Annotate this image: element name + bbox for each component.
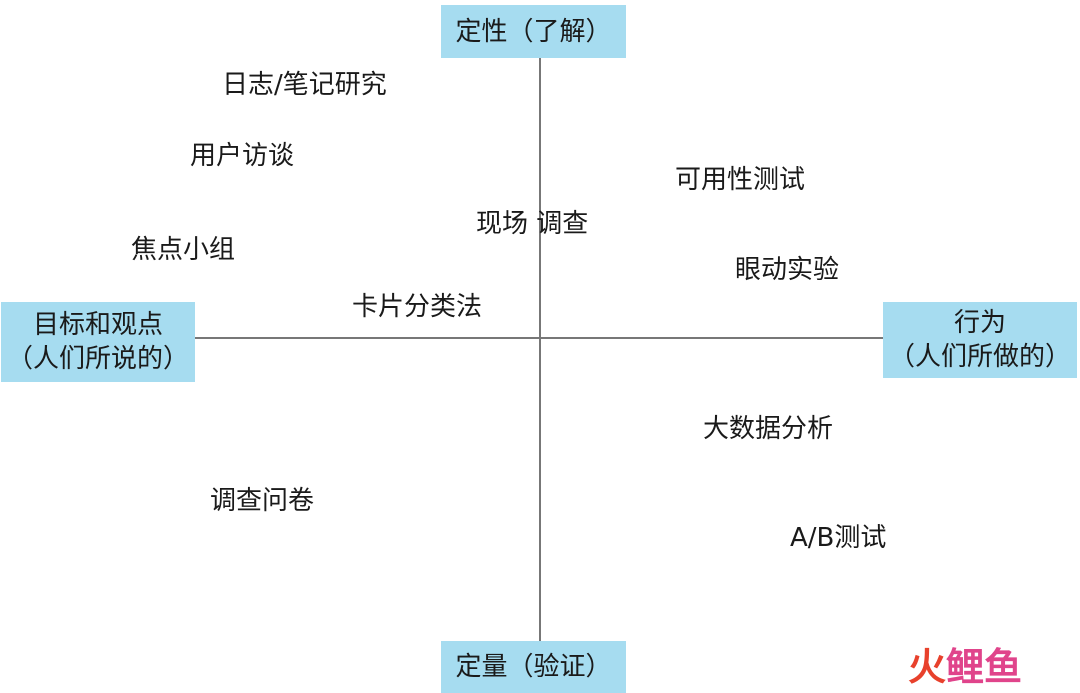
axis-label-qualitative: 定性（了解） <box>441 5 626 58</box>
axis-label-attitudinal-line1: 目标和观点 <box>32 310 163 340</box>
watermark-logo-char: 鱼 <box>984 645 1023 689</box>
axis-label-attitudinal: 目标和观点 （人们所说的） <box>1 302 195 382</box>
axis-label-quantitative-text: 定量（验证） <box>455 652 612 682</box>
method-card-sorting: 卡片分类法 <box>352 292 483 322</box>
method-diary-study: 日志/笔记研究 <box>222 70 387 100</box>
vertical-axis <box>539 58 541 642</box>
method-field-study: 现场 调查 <box>476 209 589 239</box>
axis-label-qualitative-text: 定性（了解） <box>455 16 612 47</box>
method-eye-tracking: 眼动实验 <box>735 255 840 285</box>
method-user-interview: 用户访谈 <box>190 141 295 171</box>
watermark-logo: 火 鲤 鱼 <box>908 645 1022 689</box>
method-big-data-analysis: 大数据分析 <box>703 414 834 444</box>
method-usability-test: 可用性测试 <box>675 165 806 195</box>
watermark-logo-char: 火 <box>908 645 947 689</box>
method-ab-test: A/B测试 <box>790 523 887 553</box>
axis-label-behavioral-line1: 行为 <box>953 308 1006 338</box>
axis-label-quantitative: 定量（验证） <box>441 641 626 693</box>
method-survey: 调查问卷 <box>210 486 315 516</box>
axis-label-behavioral: 行为 （人们所做的） <box>883 302 1077 378</box>
method-focus-group: 焦点小组 <box>131 235 236 265</box>
axis-label-attitudinal-line2: （人们所说的） <box>6 344 189 374</box>
axis-label-behavioral-line2: （人们所做的） <box>888 342 1071 372</box>
watermark-logo-char: 鲤 <box>946 645 985 689</box>
